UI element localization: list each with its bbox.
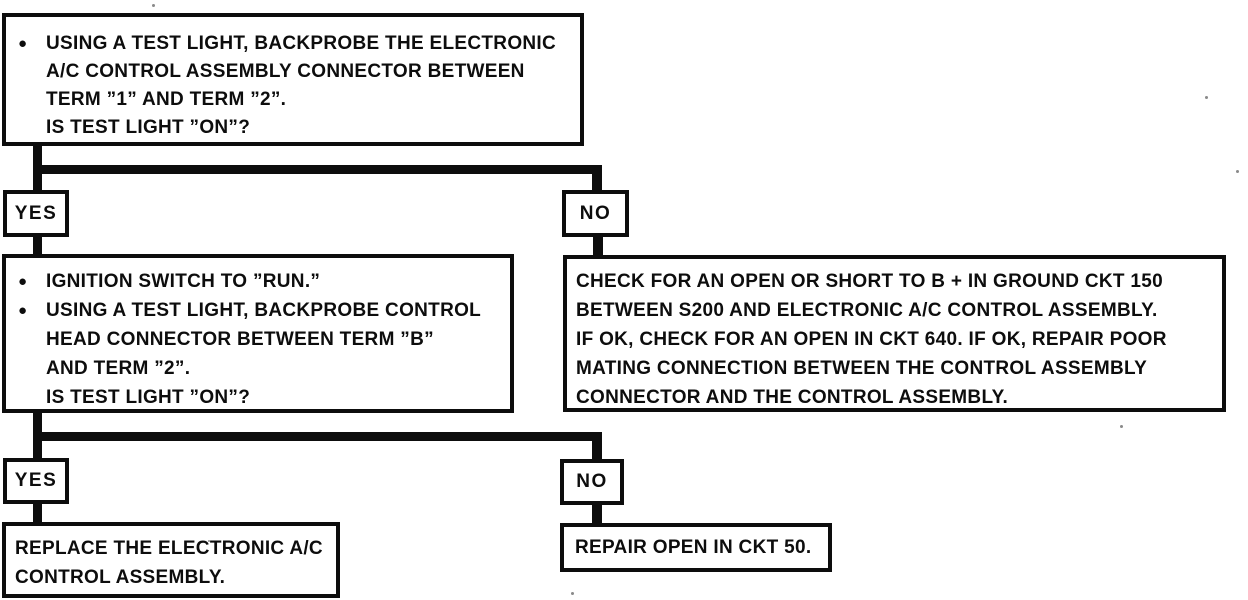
branch-yes-1: YES — [3, 190, 69, 237]
scan-speck — [208, 540, 210, 542]
node-action-repair-ckt50: REPAIR OPEN IN CKT 50. — [560, 523, 832, 572]
scan-speck — [1205, 96, 1208, 99]
node-action-replace-text: REPLACE THE ELECTRONIC A/C CONTROL ASSEM… — [15, 538, 323, 588]
node-action-repair-text: REPAIR OPEN IN CKT 50. — [575, 537, 812, 558]
node-test-2-bullet-2: USING A TEST LIGHT, BACKPROBE CONTROL HE… — [46, 300, 482, 408]
scan-speck — [571, 592, 574, 595]
node-action-check-ground-text: CHECK FOR AN OPEN OR SHORT TO B + IN GRO… — [576, 271, 1167, 408]
connector-yes2-out — [33, 504, 42, 523]
scan-speck — [1120, 425, 1123, 428]
bullet-icon: ● — [18, 302, 28, 319]
node-action-replace-assembly: REPLACE THE ELECTRONIC A/C CONTROL ASSEM… — [2, 522, 340, 598]
bullet-icon: ● — [18, 273, 28, 290]
connector-no1-out — [593, 237, 603, 257]
connector-branch1-hline — [33, 165, 602, 174]
connector-no2-out — [592, 505, 602, 524]
node-test-light-control-head: ● IGNITION SWITCH TO ”RUN.” ● USING A TE… — [2, 254, 514, 413]
branch-no-1: NO — [562, 190, 629, 237]
branch-yes-2-label: YES — [14, 470, 58, 491]
branch-no-2: NO — [560, 459, 624, 505]
connector-branch2-hline — [33, 432, 602, 441]
connector-no1-drop — [592, 165, 602, 192]
bullet-icon: ● — [18, 35, 28, 52]
branch-yes-1-label: YES — [14, 202, 58, 224]
connector-no2-drop — [592, 432, 602, 460]
branch-no-2-label: NO — [576, 471, 608, 492]
branch-no-1-label: NO — [579, 202, 612, 224]
branch-yes-2: YES — [3, 458, 69, 504]
node-test-1-text: USING A TEST LIGHT, BACKPROBE THE ELECTR… — [46, 33, 557, 138]
node-test-light-electronic-assembly: ● USING A TEST LIGHT, BACKPROBE THE ELEC… — [2, 13, 584, 146]
node-test-2-bullet-1: IGNITION SWITCH TO ”RUN.” — [46, 271, 321, 292]
scan-speck — [1236, 170, 1239, 173]
node-action-check-ground-ckt: CHECK FOR AN OPEN OR SHORT TO B + IN GRO… — [563, 255, 1226, 412]
connector-yes1-out — [33, 237, 42, 256]
scan-speck — [152, 4, 155, 7]
